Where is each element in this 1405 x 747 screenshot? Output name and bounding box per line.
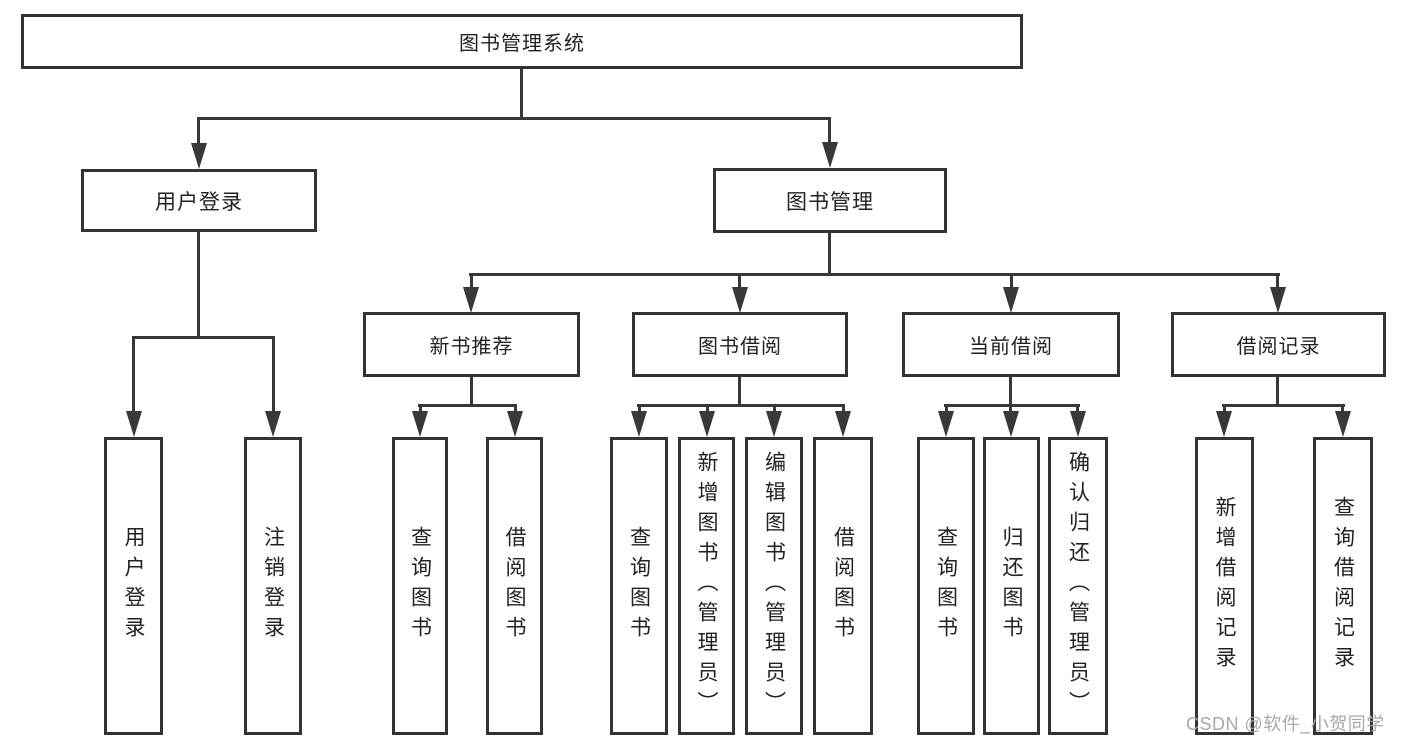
connector-vline: [828, 117, 831, 143]
leaf-query-borrow-record: 查询借阅记录: [1313, 437, 1373, 735]
connector-vline: [470, 273, 473, 287]
arrow-down-icon: [265, 411, 281, 437]
arrow-down-icon: [1003, 411, 1019, 437]
arrow-down-icon: [463, 287, 479, 313]
node-book-borrow: 图书借阅: [632, 312, 848, 377]
arrow-down-icon: [1003, 287, 1019, 313]
node-user-login-label: 用户登录: [155, 190, 243, 214]
leaf-return-book: 归还图书: [983, 437, 1040, 735]
node-root-label: 图书管理系统: [459, 33, 585, 55]
leaf-borrow-book-label: 借阅图书: [831, 526, 855, 646]
leaf-recommend-borrow-book: 借阅图书: [486, 437, 543, 735]
connector-vline: [1009, 377, 1012, 404]
leaf-recommend-borrow-book-label: 借阅图书: [503, 526, 526, 646]
leaf-current-query-book: 查询图书: [917, 437, 975, 735]
connector-hline: [944, 404, 1080, 407]
leaf-edit-book-admin: 编辑图书（管理员）: [745, 437, 803, 735]
leaf-borrow-book: 借阅图书: [813, 437, 873, 735]
arrow-down-icon: [732, 287, 748, 313]
arrow-down-icon: [126, 411, 142, 437]
arrow-down-icon: [412, 411, 428, 437]
leaf-borrow-query-book: 查询图书: [610, 437, 668, 735]
arrow-down-icon: [766, 411, 782, 437]
leaf-recommend-query-book: 查询图书: [392, 437, 448, 735]
leaf-logout-label: 注销登录: [261, 526, 285, 646]
connector-hline: [637, 404, 845, 407]
leaf-add-borrow-record-label: 新增借阅记录: [1213, 496, 1236, 676]
arrow-down-icon: [1070, 411, 1086, 437]
arrow-down-icon: [191, 143, 207, 169]
connector-vline: [470, 377, 473, 404]
connector-hline: [132, 336, 275, 339]
connector-vline: [638, 404, 641, 413]
arrow-down-icon: [1216, 411, 1232, 437]
connector-vline: [706, 404, 709, 413]
leaf-logout: 注销登录: [244, 437, 302, 735]
connector-vline: [197, 232, 200, 339]
node-book-borrow-label: 图书借阅: [698, 336, 782, 358]
node-borrow-records-label: 借阅记录: [1236, 336, 1321, 358]
connector-hline: [197, 117, 831, 120]
connector-vline: [738, 377, 741, 404]
arrow-down-icon: [822, 142, 838, 168]
leaf-add-book-admin: 新增图书（管理员）: [678, 437, 735, 735]
leaf-add-book-admin-label: 新增图书（管理员）: [695, 451, 718, 721]
connector-vline: [514, 404, 517, 413]
arrow-down-icon: [507, 411, 523, 437]
leaf-add-borrow-record: 新增借阅记录: [1195, 437, 1254, 735]
connector-hline: [1222, 404, 1345, 407]
leaf-confirm-return-admin: 确认归还（管理员）: [1048, 437, 1108, 735]
node-root: 图书管理系统: [21, 14, 1023, 69]
connector-vline: [272, 336, 275, 412]
connector-vline: [520, 69, 523, 117]
node-new-book-recommend: 新书推荐: [363, 312, 580, 377]
connector-hline: [418, 404, 517, 407]
connector-vline: [773, 404, 776, 413]
leaf-recommend-query-book-label: 查询图书: [408, 526, 432, 646]
csdn-watermark: CSDN @软件_小贺同学: [1186, 714, 1385, 734]
connector-vline: [1276, 273, 1279, 287]
leaf-confirm-return-admin-label: 确认归还（管理员）: [1066, 451, 1090, 721]
leaf-borrow-query-book-label: 查询图书: [627, 526, 651, 646]
node-new-book-recommend-label: 新书推荐: [429, 336, 514, 358]
node-book-management: 图书管理: [713, 168, 947, 233]
connector-vline: [1009, 404, 1012, 413]
connector-vline: [1223, 404, 1226, 413]
connector-vline: [828, 233, 831, 273]
connector-vline: [842, 404, 845, 413]
node-current-borrow-label: 当前借阅: [969, 336, 1053, 358]
connector-vline: [1276, 377, 1279, 404]
leaf-user-login-label: 用户登录: [122, 526, 145, 646]
leaf-user-login: 用户登录: [104, 437, 163, 735]
node-borrow-records: 借阅记录: [1171, 312, 1386, 377]
connector-vline: [1341, 404, 1344, 413]
connector-vline: [738, 273, 741, 287]
connector-vline: [419, 404, 422, 413]
leaf-current-query-book-label: 查询图书: [934, 526, 958, 646]
arrow-down-icon: [1270, 287, 1286, 313]
arrow-down-icon: [938, 411, 954, 437]
arrow-down-icon: [1335, 411, 1351, 437]
node-current-borrow: 当前借阅: [902, 312, 1120, 377]
connector-vline: [1010, 273, 1013, 287]
node-user-login: 用户登录: [81, 169, 317, 232]
node-book-management-label: 图书管理: [786, 190, 874, 214]
connector-vline: [1076, 404, 1079, 413]
arrow-down-icon: [699, 411, 715, 437]
connector-vline: [945, 404, 948, 413]
arrow-down-icon: [631, 411, 647, 437]
arrow-down-icon: [835, 411, 851, 437]
leaf-query-borrow-record-label: 查询借阅记录: [1331, 496, 1355, 676]
connector-vline: [197, 117, 200, 144]
leaf-edit-book-admin-label: 编辑图书（管理员）: [762, 451, 786, 721]
leaf-return-book-label: 归还图书: [1000, 526, 1023, 646]
connector-vline: [132, 336, 135, 412]
connector-hline: [469, 273, 1280, 276]
